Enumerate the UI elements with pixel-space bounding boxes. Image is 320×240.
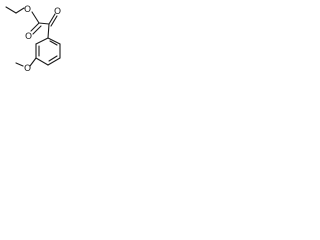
ring-bond-3 — [47, 57, 61, 66]
atom-label-methoxy-oxygen: O — [24, 64, 31, 74]
bond-ethyl-ch3-ch2 — [5, 6, 17, 14]
bond-ethyl-ch2-o — [15, 7, 25, 14]
bond-keto-c-ring — [47, 23, 50, 39]
bond-ester-c-keto-c — [38, 22, 50, 25]
atom-label-ester-oxygen: O — [24, 5, 31, 15]
label-layer: O O O O — [24, 5, 61, 74]
bond-ester-c-double-o-1 — [30, 22, 40, 32]
ring-bond-1 — [47, 37, 61, 45]
bond-ester-c-double-o-2 — [32, 25, 42, 35]
atom-label-ester-carbonyl-oxygen: O — [25, 32, 32, 42]
bond-keto-c-double-o-1 — [48, 13, 56, 25]
ring-bond-6 — [35, 37, 49, 45]
ring-inner-double-1 — [49, 40, 58, 46]
bond-layer — [5, 6, 61, 67]
bond-keto-c-double-o-2 — [50, 15, 58, 27]
ring-bond-4 — [35, 57, 49, 66]
bond-methoxy-o-ch3 — [15, 62, 24, 67]
bond-ester-o-c — [31, 11, 40, 24]
structure-diagram: O O O O — [5, 5, 61, 74]
bond-ring-methoxy-o — [29, 57, 37, 67]
ring-inner-double-2 — [48, 55, 58, 62]
atom-label-keto-oxygen: O — [54, 7, 61, 17]
